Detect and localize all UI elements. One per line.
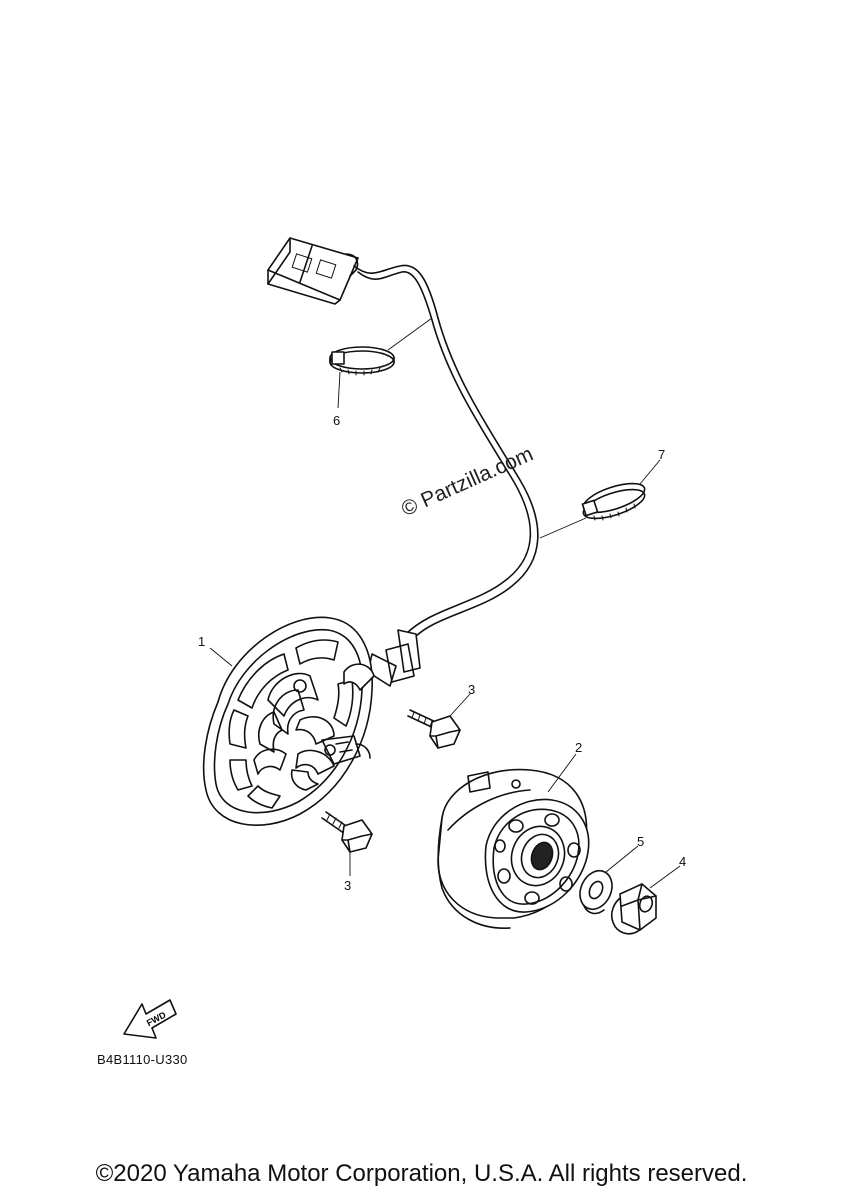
- stator-assembly: [202, 616, 375, 826]
- wire-grommet: [367, 629, 421, 687]
- bolt-lower: [321, 811, 373, 853]
- flange-nut: [610, 883, 657, 935]
- stator-coils: [253, 672, 371, 791]
- callout-7: 7: [658, 447, 665, 462]
- callout-3-upper: 3: [468, 682, 475, 697]
- wire-band-lower: [581, 482, 646, 521]
- callout-2: 2: [575, 740, 582, 755]
- callout-1: 1: [198, 634, 205, 649]
- wire-harness: [267, 237, 539, 687]
- callout-5: 5: [637, 834, 644, 849]
- callout-3-lower: 3: [344, 878, 351, 893]
- diagram-code: B4B1110-U330: [97, 1052, 188, 1067]
- bolt-upper: [407, 709, 461, 749]
- copyright-notice: ©2020 Yamaha Motor Corporation, U.S.A. A…: [95, 1160, 748, 1187]
- connector-coupler: [267, 237, 359, 305]
- wire-band-upper: [329, 346, 395, 376]
- rotor-flywheel: [437, 768, 590, 929]
- callout-4: 4: [679, 854, 686, 869]
- fwd-arrow-icon: FWD: [123, 999, 177, 1039]
- callout-6: 6: [333, 413, 340, 428]
- washer: [579, 869, 613, 915]
